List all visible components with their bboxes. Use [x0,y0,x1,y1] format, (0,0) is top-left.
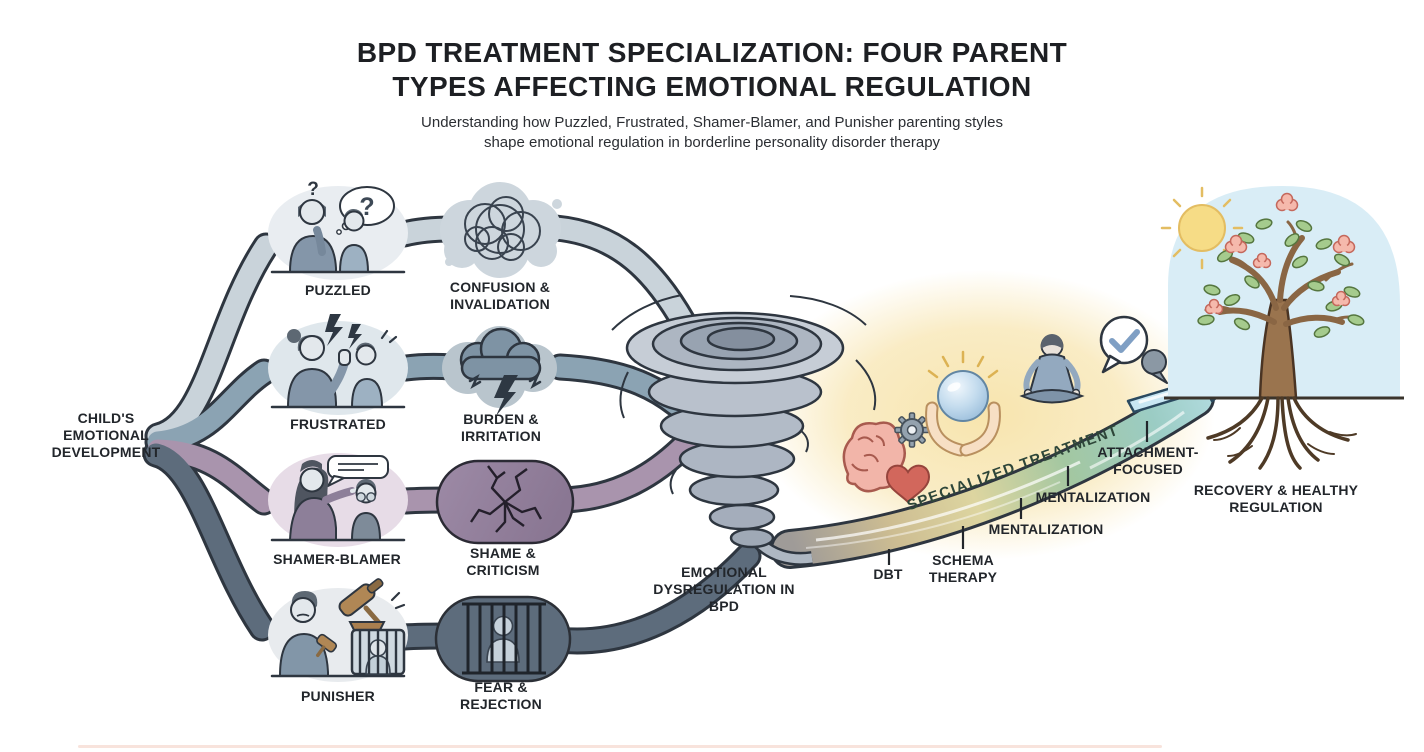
page-title: BPD TREATMENT SPECIALIZATION: FOUR PAREN… [0,36,1424,104]
caged-child-bars-icon [434,595,572,683]
label-connectors [887,421,1149,565]
brain-gear-heart-icon [842,412,931,504]
subtitle-line-1: Understanding how Puzzled, Frustrated, S… [421,114,1003,131]
subtitle-line-2: shape emotional regulation in borderline… [483,134,941,151]
bottom-edge-artifact [78,745,1162,748]
frustrated-parent-lightning-icon [268,314,408,415]
effect-label-confusion: CONFUSION & INVALIDATION [449,279,551,313]
roots [1206,396,1350,470]
effect-label-burden: BURDEN & IRRITATION [460,411,542,445]
header: BPD TREATMENT SPECIALIZATION: FOUR PAREN… [0,36,1424,153]
svg-text:?: ? [307,179,319,200]
cracked-stone-icon [435,459,575,545]
specialized-treatment-ribbon [770,378,1215,569]
punisher-parent-gavel-icon [268,578,408,682]
hands-holding-sphere-icon [925,350,1001,457]
heart-icon [885,464,931,504]
outcome-label: RECOVERY & HEALTHY REGULATION [1193,482,1359,516]
title-line-2: TYPES AFFECTING EMOTIONAL REGULATION [392,71,1032,102]
therapy-label-attachment: ATTACHMENT-FOCUSED [1097,444,1199,478]
parent-type-label-shamer-blamer: SHAMER-BLAMER [273,551,401,567]
vortex-label: EMOTIONAL DYSREGULATION IN BPD [653,564,795,615]
scolding-parent-pointing-icon [268,453,408,547]
svg-text:?: ? [359,193,374,221]
tangled-thoughts-cloud-icon [440,182,562,278]
therapy-label-dbt: DBT [873,566,903,582]
therapy-label-mentalization-1: MENTALIZATION [988,521,1104,537]
flourishing-tree-icon [1160,186,1404,470]
parent-type-label-frustrated: FRUSTRATED [290,416,386,432]
meditating-person-icon [1019,334,1085,404]
ribbon-shamer [147,433,697,513]
puzzled-parent-question-icon: ? ? [268,179,408,280]
gear-icon [894,412,930,448]
therapy-label-mentalization-2: MENTALIZATION [1035,489,1151,505]
tornado-icon [611,294,877,566]
leaves [1197,218,1365,338]
parent-type-label-puzzled: PUZZLED [305,282,371,298]
page-subtitle: Understanding how Puzzled, Frustrated, S… [0,113,1424,153]
parent-type-label-punisher: PUNISHER [301,688,375,704]
flowers [1204,192,1356,315]
storm-cloud-lightning-icon [442,326,557,416]
source-label: CHILD'S EMOTIONAL DEVELOPMENT [51,410,161,461]
effect-label-fear: FEAR & REJECTION [460,679,542,713]
therapy-label-schema: SCHEMA THERAPY [928,552,998,586]
effect-label-shame: SHAME & CRITICISM [466,545,540,579]
title-line-1: BPD TREATMENT SPECIALIZATION: FOUR PAREN… [356,37,1068,68]
speech-bubble-checkmark-icon [1099,315,1168,384]
